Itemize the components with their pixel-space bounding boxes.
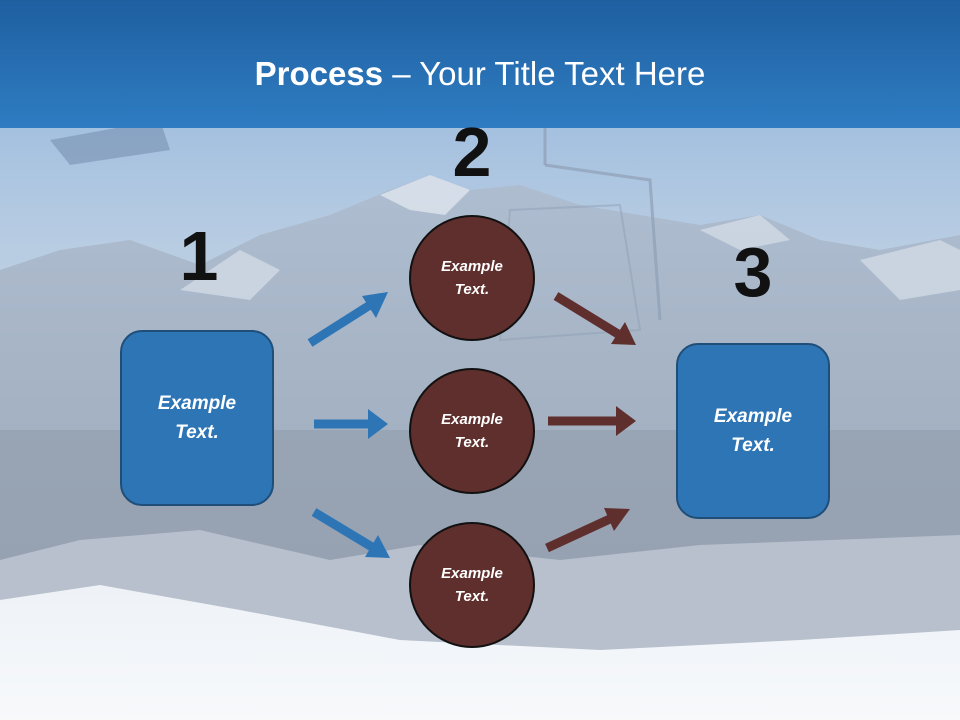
- arrow-brown-down: [553, 292, 636, 345]
- step-2-text-bottom: Example Text.: [441, 565, 503, 605]
- step-3-box: Example Text.: [676, 343, 830, 519]
- title-bar: [0, 0, 960, 128]
- arrow-blue-down: [311, 508, 390, 558]
- step-2-circle-bottom: Example Text.: [409, 522, 535, 648]
- slide-title: Process – Your Title Text Here: [0, 52, 960, 96]
- step-1-box: Example Text.: [120, 330, 274, 506]
- step-2-text-middle: Example Text.: [441, 411, 503, 451]
- title-rest: – Your Title Text Here: [383, 55, 706, 92]
- arrow-brown-mid: [548, 406, 636, 436]
- step-1-text: Example Text.: [157, 393, 237, 443]
- step-number-1: 1: [179, 217, 219, 295]
- title-bold: Process: [254, 55, 384, 92]
- step-2-text-top: Example Text.: [441, 258, 503, 298]
- step-number-3: 3: [733, 233, 773, 311]
- step-2-circle-middle: Example Text.: [409, 368, 535, 494]
- step-2-circle-top: Example Text.: [409, 215, 535, 341]
- step-number-2: 2: [452, 113, 492, 191]
- arrow-blue-up: [307, 292, 388, 347]
- arrow-blue-mid: [314, 409, 388, 439]
- arrow-brown-up: [545, 508, 630, 553]
- step-3-text: Example Text.: [713, 406, 793, 456]
